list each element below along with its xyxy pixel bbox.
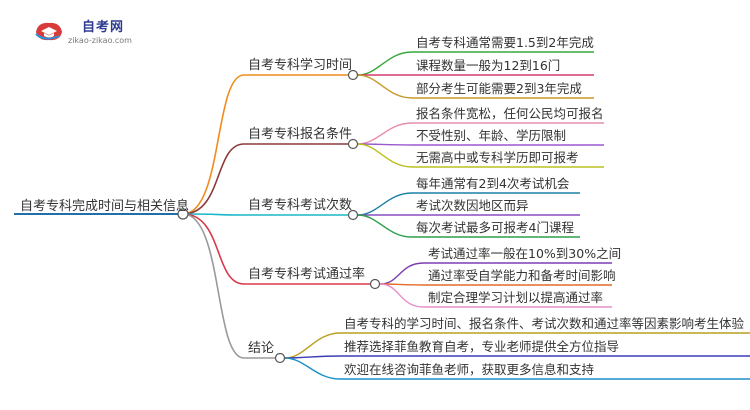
- connector-root-to-pass-rate: [182, 213, 245, 285]
- connector-pass-rate-leaf-3: [379, 283, 425, 308]
- connector-root-to-exam-count: [182, 213, 245, 216]
- branch-node-exam-count: [347, 209, 359, 221]
- branch-label-exam-count: 自考专科考试次数: [248, 198, 353, 213]
- leaf-registration-2: 不受性别、年龄、学历限制: [416, 128, 567, 143]
- leaf-study-time-1: 自考专科通常需要1.5到2年完成: [416, 35, 594, 50]
- leaf-pass-rate-2: 通过率受自学能力和备考时间影响: [428, 268, 616, 283]
- connector-root-to-registration: [182, 143, 245, 215]
- connector-root-to-study-time: [182, 74, 245, 215]
- leaf-pass-rate-3: 制定合理学习计划以提高通过率: [428, 290, 604, 305]
- leaf-pass-rate-1: 考试通过率一般在10%到30%之间: [428, 246, 622, 261]
- branch-label-conclusion: 结论: [248, 341, 275, 356]
- connector-root-to-conclusion: [182, 213, 245, 359]
- site-logo[interactable]: 自考网 zikao-zikao.com: [34, 14, 144, 50]
- connector-registration-leaf-1: [357, 122, 413, 145]
- connector-exam-count-leaf-3: [357, 214, 413, 238]
- branch-label-study-time: 自考专科学习时间: [248, 58, 353, 73]
- leaf-exam-count-3: 每次考试最多可报考4门课程: [416, 220, 574, 235]
- connector-conclusion-leaf-3: [284, 357, 341, 380]
- connector-exam-count-leaf-1: [357, 192, 413, 216]
- connector-conclusion-leaf-1: [284, 332, 341, 359]
- branch-node-pass-rate: [369, 278, 381, 290]
- leaf-registration-3: 无需高中或专科学历即可报考: [416, 150, 579, 165]
- leaf-registration-1: 报名条件宽松，任何公民均可报名: [416, 106, 604, 121]
- connector-pass-rate-leaf-1: [379, 262, 425, 285]
- leaf-conclusion-3: 欢迎在线咨询菲鱼老师，获取更多信息和支持: [344, 362, 595, 377]
- leaf-study-time-3: 部分考生可能需要2到3年完成: [416, 81, 582, 96]
- connector-registration-leaf-3: [357, 143, 413, 168]
- branch-node-conclusion: [274, 352, 286, 364]
- connector-study-time-leaf-3: [357, 74, 413, 99]
- branch-node-registration: [347, 138, 359, 150]
- connector-study-time-leaf-1: [357, 51, 413, 76]
- branch-label-registration: 自考专科报名条件: [248, 127, 353, 142]
- leaf-exam-count-2: 考试次数因地区而异: [416, 198, 529, 213]
- logo-title: 自考网: [82, 20, 125, 35]
- leaf-conclusion-1: 自考专科的学习时间、报名条件、考试次数和通过率等因素影响考生体验: [344, 316, 745, 331]
- branch-label-pass-rate: 自考专科考试通过率: [248, 267, 366, 282]
- branch-node-study-time: [347, 69, 359, 81]
- graduation-cap-icon: [35, 22, 62, 41]
- leaf-exam-count-1: 每年通常有2到4次考试机会: [416, 176, 570, 191]
- logo-url: zikao-zikao.com: [68, 36, 132, 45]
- leaf-conclusion-2: 推荐选择菲鱼教育自考，专业老师提供全方位指导: [344, 339, 620, 354]
- root-node-label: 自考专科完成时间与相关信息: [20, 199, 190, 214]
- root-node: [177, 208, 189, 220]
- leaf-study-time-2: 课程数量一般为12到16门: [416, 58, 561, 73]
